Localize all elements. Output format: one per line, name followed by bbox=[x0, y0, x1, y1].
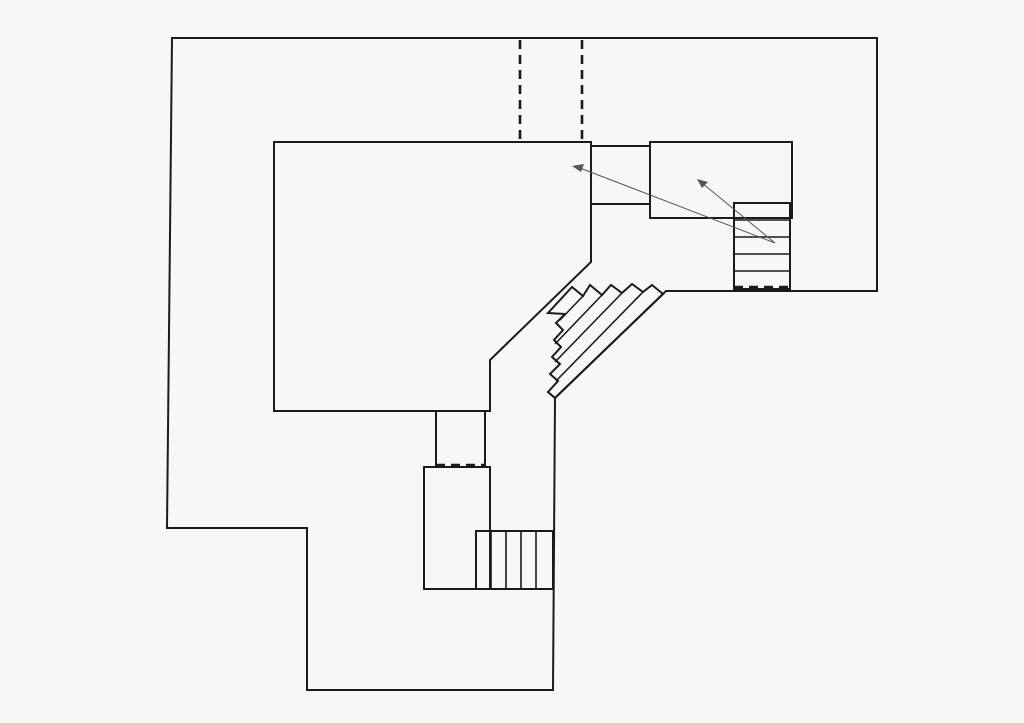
north-passage bbox=[518, 40, 584, 142]
route-arrow-short bbox=[697, 179, 776, 244]
south-passage bbox=[435, 411, 486, 467]
south-staircase bbox=[475, 530, 554, 590]
east-connector bbox=[590, 145, 651, 205]
northeast-room bbox=[649, 141, 793, 219]
northeast-staircase bbox=[733, 202, 791, 290]
route-arrow-long bbox=[572, 164, 776, 244]
diagonal-staircase bbox=[545, 282, 665, 400]
south-room bbox=[423, 466, 491, 590]
main-room bbox=[273, 141, 592, 412]
